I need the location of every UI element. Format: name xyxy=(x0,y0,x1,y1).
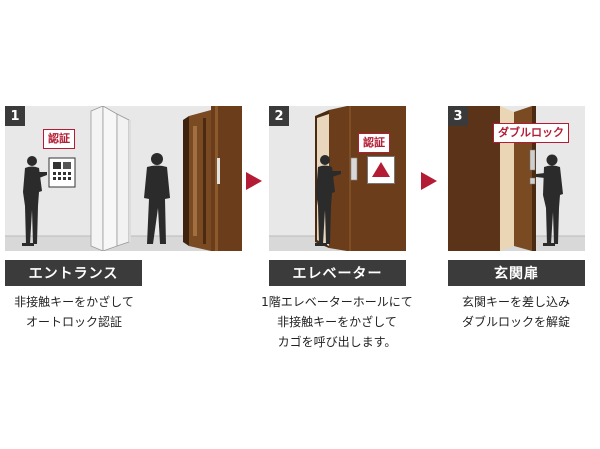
description-line: オートロック認証 xyxy=(25,315,122,329)
step-title-bar: 玄関扉 xyxy=(448,260,585,286)
step-number-badge: 3 xyxy=(448,106,468,126)
description-line: 非接触キーをかざして xyxy=(14,295,134,309)
step-description: 非接触キーをかざして オートロック認証 xyxy=(0,292,154,332)
description-line: ダブルロックを解錠 xyxy=(461,315,570,329)
auth-callout-label: 認証 xyxy=(358,133,390,153)
description-line: 非接触キーをかざして xyxy=(277,315,397,329)
double-lock-callout-label: ダブルロック xyxy=(493,123,569,143)
step-number-badge: 1 xyxy=(5,106,25,126)
step-title-bar: エレベーター xyxy=(269,260,406,286)
description-line: カゴを呼び出します。 xyxy=(277,335,397,349)
description-line: 玄関キーを差し込み xyxy=(461,295,570,309)
step-description: 玄関キーを差し込み ダブルロックを解錠 xyxy=(436,292,596,332)
walking-resident-figure xyxy=(5,106,142,251)
step-arrow-icon xyxy=(421,172,437,190)
step-2-illustration xyxy=(269,106,406,251)
step-arrow-icon xyxy=(246,172,262,190)
step-description: 1階エレベーターホールにて 非接触キーをかざして カゴを呼び出します。 xyxy=(257,292,417,352)
step-title-bar: エントランス xyxy=(5,260,142,286)
step-number-badge: 2 xyxy=(269,106,289,126)
elevator-scene-illustration xyxy=(269,106,406,251)
entrance-lobby-illustration xyxy=(131,106,242,251)
up-triangle-icon xyxy=(372,162,390,177)
step-1-illustration xyxy=(5,106,142,251)
elevator-call-button xyxy=(367,156,395,184)
auth-callout-label: 認証 xyxy=(43,129,75,149)
description-line: 1階エレベーターホールにて xyxy=(261,295,413,309)
